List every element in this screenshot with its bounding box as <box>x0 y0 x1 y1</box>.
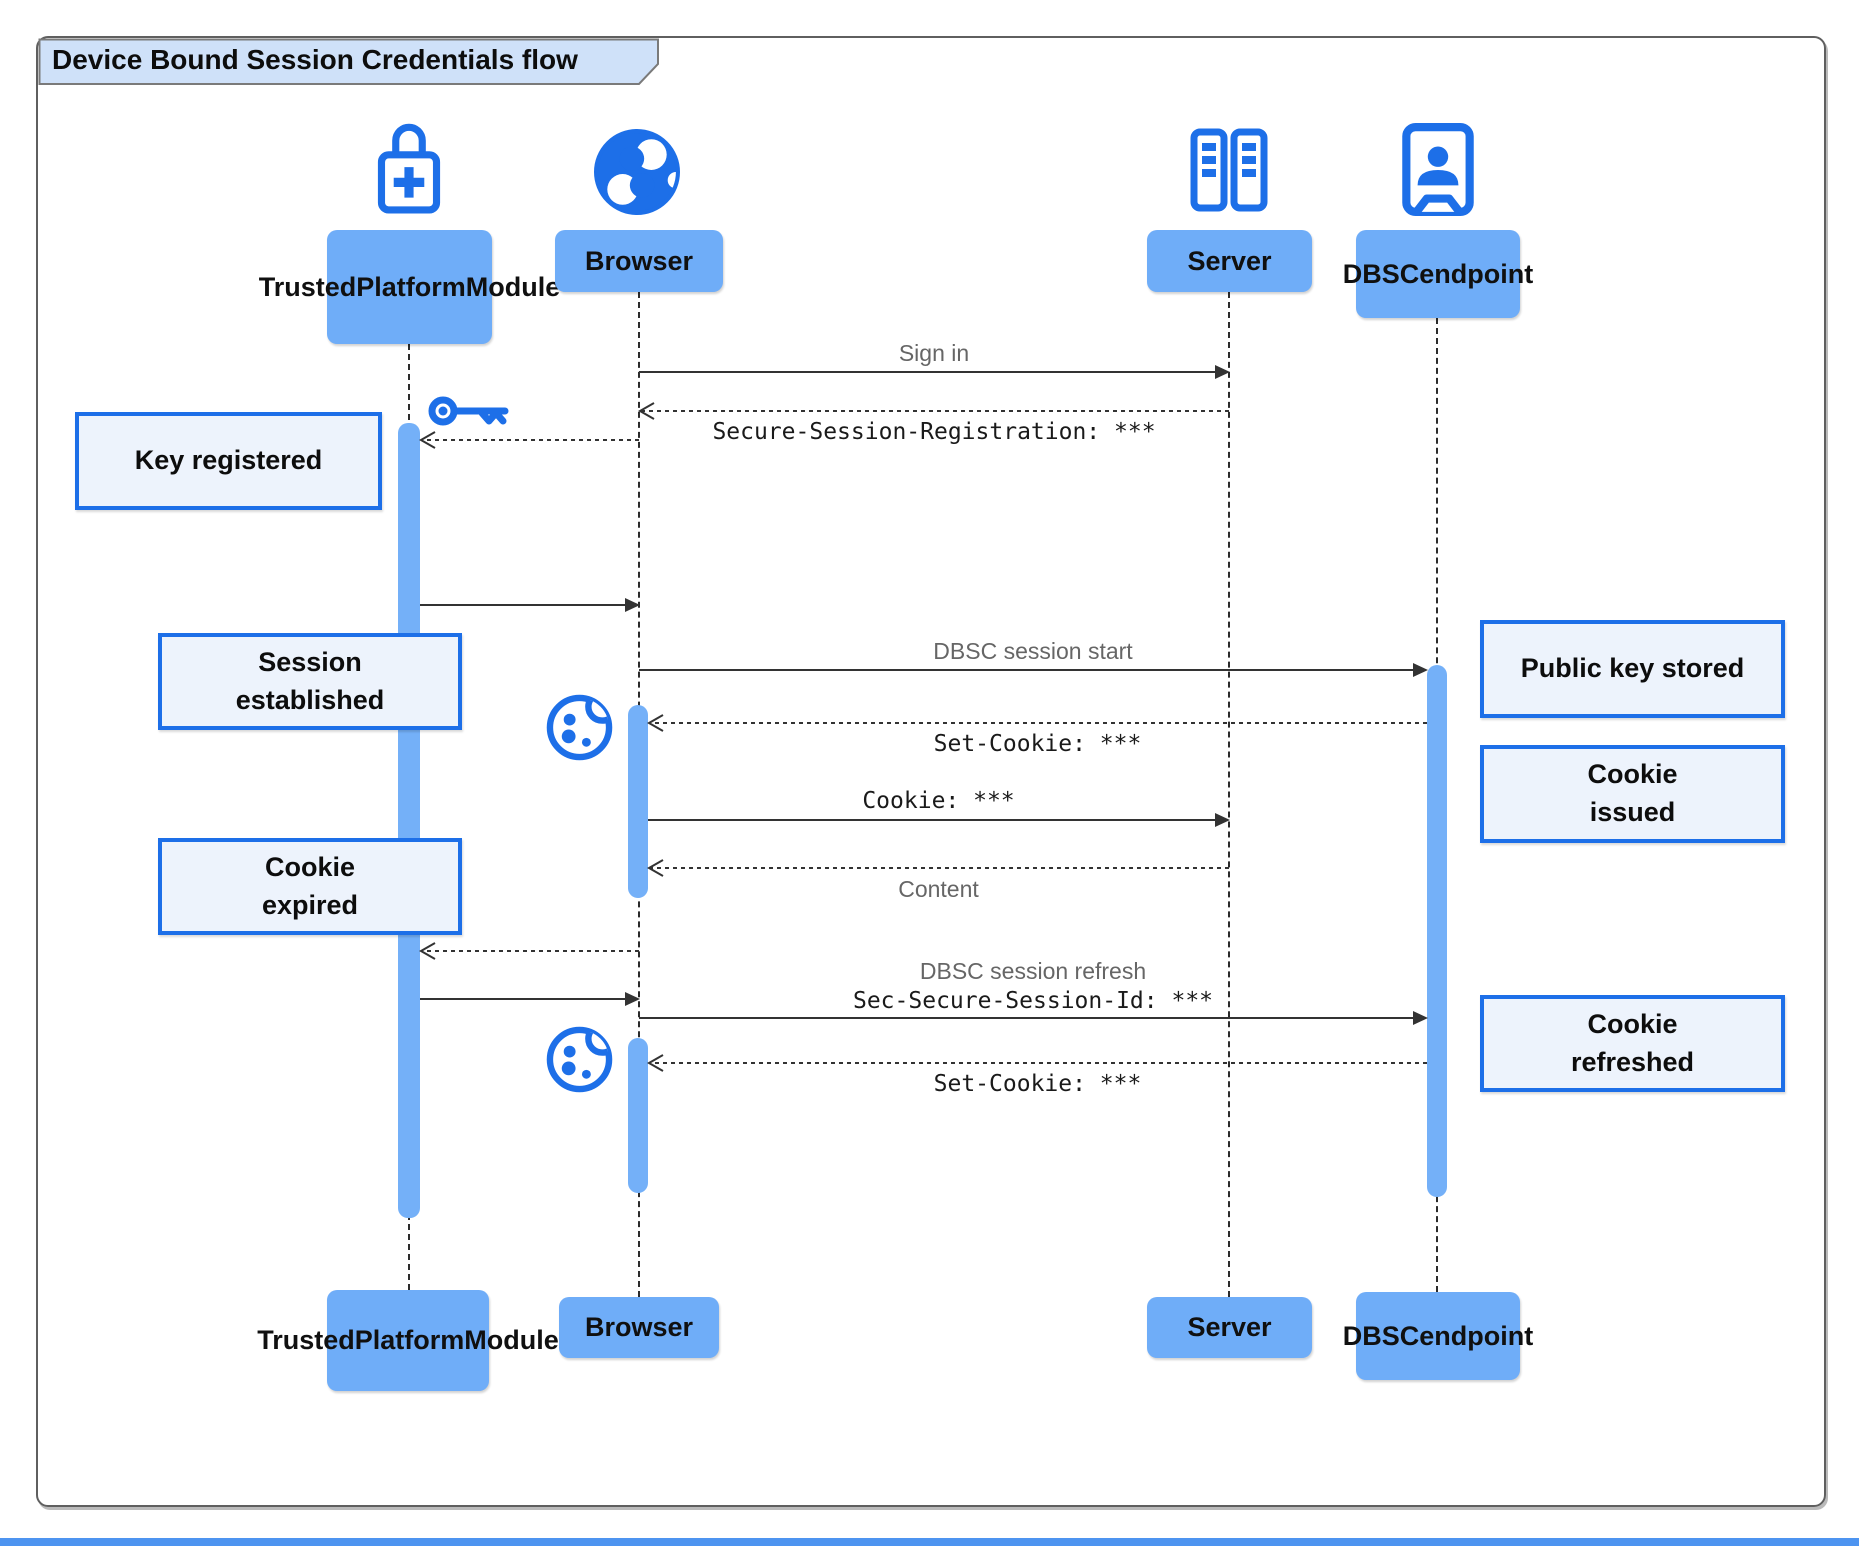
message-arrow-key-created <box>420 598 640 612</box>
title-tab-shape <box>38 38 659 85</box>
message-arrow-sign-ok <box>420 992 640 1006</box>
message-arrow-cookie <box>648 813 1230 827</box>
message-arrow-register-key <box>418 431 639 449</box>
lock-plus-icon <box>373 110 445 221</box>
activation-bar <box>1427 665 1447 1197</box>
activation-bar <box>628 1038 648 1193</box>
message-label-set-cookie-2: Set-Cookie: *** <box>933 1071 1142 1097</box>
server-racks-icon <box>1187 128 1271 219</box>
message-arrow-set-cookie-1 <box>646 714 1427 732</box>
message-label-cookie: Cookie: *** <box>862 788 1015 814</box>
activation-bar <box>398 423 420 1218</box>
message-arrow-dbsc-session-refresh <box>639 1011 1428 1025</box>
diagram-frame <box>36 36 1826 1507</box>
note-key-registered: Key registered <box>75 412 382 510</box>
message-label-secure-session-registration: Secure-Session-Registration: *** <box>712 419 1156 445</box>
message-label2-dbsc-session-refresh: Sec-Secure-Session-Id: *** <box>852 988 1214 1014</box>
badge-person-icon <box>1401 122 1475 223</box>
message-label-sign-in: Sign in <box>898 340 970 366</box>
actor-server-bottom-label: Server <box>1147 1297 1312 1358</box>
lifeline-server <box>1228 292 1230 1297</box>
actor-browser-bottom-label: Browser <box>559 1297 719 1358</box>
activation-bar <box>628 705 648 898</box>
message-arrow-set-cookie-2 <box>646 1054 1427 1072</box>
window-edge <box>0 1538 1859 1546</box>
diagram-title: Device Bound Session Credentials flow <box>52 44 578 75</box>
actor-browser-top-label: Browser <box>555 230 723 292</box>
note-public-key-stored: Public key stored <box>1480 620 1785 718</box>
message-arrow-secure-session-registration <box>637 402 1229 420</box>
cookie-icon-1 <box>546 694 613 766</box>
message-arrow-sign-in <box>639 365 1230 379</box>
message-arrow-content <box>646 859 1229 877</box>
diagram-title-tab: Device Bound Session Credentials flow <box>38 38 660 86</box>
actor-server-top-label: Server <box>1147 230 1312 292</box>
message-label-set-cookie-1: Set-Cookie: *** <box>933 731 1142 757</box>
message-arrow-dbsc-session-start <box>639 663 1428 677</box>
message-label-dbsc-session-start: DBSC session start <box>933 638 1133 664</box>
message-label-content: Content <box>898 876 979 902</box>
globe-icon <box>594 129 680 220</box>
message-label-dbsc-session-refresh: DBSC session refresh <box>919 958 1147 984</box>
key-icon <box>428 386 512 441</box>
message-arrow-sign-challenge <box>418 942 639 960</box>
cookie-icon-2 <box>546 1026 613 1098</box>
